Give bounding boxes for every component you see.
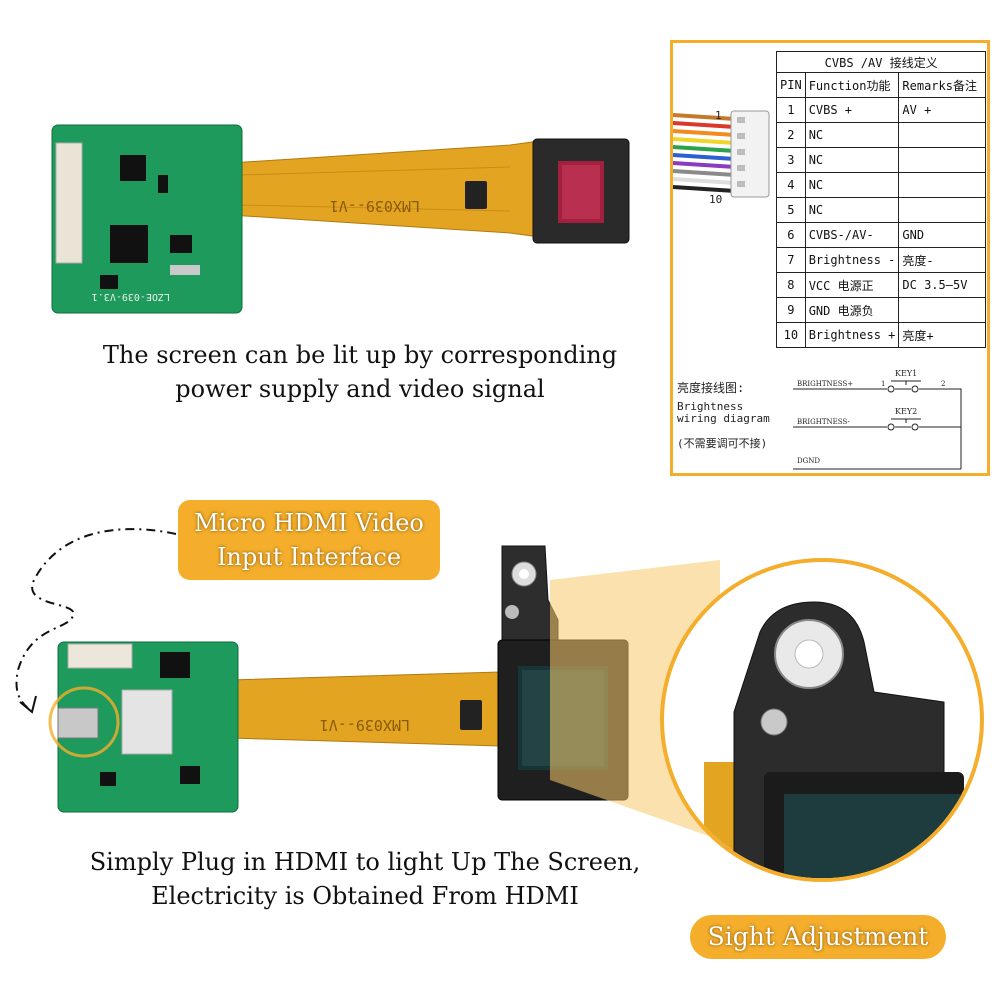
wiring-pin-b: 2 xyxy=(941,380,946,388)
pin-number: 8 xyxy=(776,272,806,298)
top-module-illustration: LMX039--V1 LZOE-039-V3.1 xyxy=(51,124,630,314)
wiring-line-brightness-minus: BRIGHTNESS- xyxy=(797,418,850,426)
label-micro-hdmi-text: Micro HDMI Video Input Interface xyxy=(194,509,424,571)
fpc-marking-bottom: LMX039--V1 xyxy=(320,716,410,734)
pin-number: 7 xyxy=(776,247,806,273)
pin-definition-panel: 1 10 CVBS /AV 接线定义 PIN Function功能 Remark… xyxy=(670,40,990,476)
wiring-note: (不需要调可不接) xyxy=(677,437,768,450)
pin-remark: 亮度+ xyxy=(898,322,987,348)
fpc-marking-top: LMX039--V1 xyxy=(330,197,420,215)
fpc-cable-top xyxy=(229,140,541,238)
pin-number: 2 xyxy=(776,122,806,148)
wiring-title-en: Brightness wiring diagram xyxy=(677,400,770,425)
header-remarks: Remarks备注 xyxy=(898,72,987,98)
pin-remark: DC 3.5—5V xyxy=(898,272,987,298)
label-micro-hdmi: Micro HDMI Video Input Interface xyxy=(178,500,440,580)
pin-function: VCC 电源正 xyxy=(804,272,900,298)
pin-number: 5 xyxy=(776,197,806,223)
wiring-line-dgnd: DGND xyxy=(797,457,820,465)
caption-top: The screen can be lit up by correspondin… xyxy=(102,341,618,403)
wiring-line-brightness-plus: BRIGHTNESS+ xyxy=(797,380,854,388)
dashed-arrow xyxy=(15,528,177,714)
pin-function: Brightness + xyxy=(804,322,900,348)
pin-function: Brightness - xyxy=(804,247,900,273)
wiring-key2: KEY2 xyxy=(895,407,918,416)
pin-number: 6 xyxy=(776,222,806,248)
pin-number: 1 xyxy=(776,97,806,123)
connector-pin-first: 1 xyxy=(715,109,722,122)
wiring-key1: KEY1 xyxy=(895,369,918,378)
pin-function: NC xyxy=(804,197,900,223)
pin-number: 10 xyxy=(776,322,806,348)
caption-bottom: Simply Plug in HDMI to light Up The Scre… xyxy=(89,848,641,910)
pin-remark: AV + xyxy=(898,97,987,123)
label-sight-adjustment-text: Sight Adjustment xyxy=(707,922,929,951)
pin-table: CVBS /AV 接线定义 PIN Function功能 Remarks备注 1… xyxy=(775,51,987,348)
pcb-marking-top: LZOE-039-V3.1 xyxy=(92,291,170,302)
pin-remark: GND xyxy=(898,222,987,248)
pin-function: NC xyxy=(804,172,900,198)
pin-number: 3 xyxy=(776,147,806,173)
pin-function: GND 电源负 xyxy=(804,297,900,323)
label-sight-adjustment: Sight Adjustment xyxy=(690,915,946,959)
pin-remark xyxy=(898,297,987,323)
wiring-diagram xyxy=(793,380,962,470)
pin-function: NC xyxy=(804,122,900,148)
fpc-cable-bottom xyxy=(229,667,531,751)
header-function: Function功能 xyxy=(804,72,900,98)
pin-function: CVBS + xyxy=(804,97,900,123)
sight-zoom-view xyxy=(660,558,984,882)
wiring-pin-a: 1 xyxy=(881,380,886,388)
pin-remark xyxy=(898,147,987,173)
pin-number: 9 xyxy=(776,297,806,323)
pin-function: CVBS-/AV- xyxy=(804,222,900,248)
header-pin: PIN xyxy=(776,72,806,98)
connector-pin-last: 10 xyxy=(709,193,723,206)
pin-function: NC xyxy=(804,147,900,173)
pin-remark xyxy=(898,122,987,148)
wiring-title-cn: 亮度接线图: xyxy=(677,381,745,395)
pin-remark xyxy=(898,197,987,223)
micro-hdmi-port xyxy=(57,707,99,739)
pin-remark: 亮度- xyxy=(898,247,987,273)
connector-wires xyxy=(673,110,770,198)
pin-table-title: CVBS /AV 接线定义 xyxy=(775,51,987,73)
pin-number: 4 xyxy=(776,172,806,198)
pin-remark xyxy=(898,172,987,198)
